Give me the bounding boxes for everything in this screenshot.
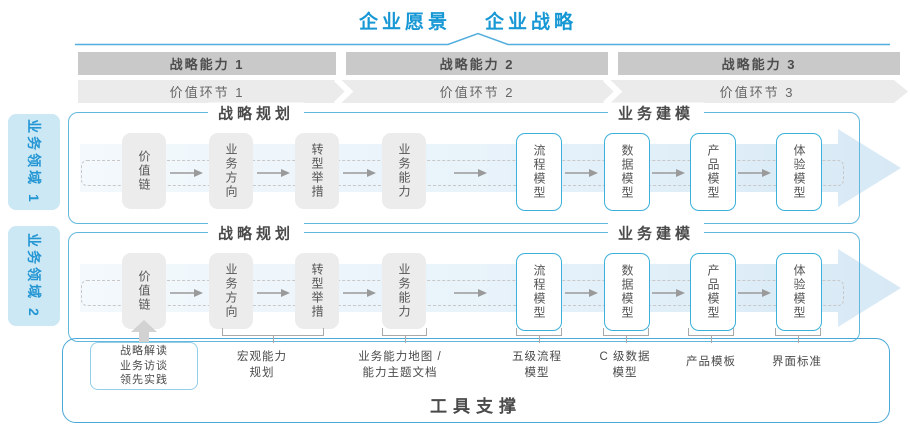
arrow-right-icon — [652, 169, 685, 177]
modeling-section-title: 业务建模 — [607, 222, 705, 244]
tool-support-container: 工具支撑 — [62, 338, 890, 423]
bracket-connector — [516, 328, 562, 343]
node-value-chain: 价值链 — [122, 133, 166, 209]
node-process-model: 流程模型 — [516, 133, 562, 211]
anno-product-template: 产品模板 — [686, 356, 736, 368]
strategy-title: 企业战略 — [485, 12, 578, 33]
node-transformation-initiative: 转型举措 — [295, 253, 339, 329]
arrow-right-icon — [565, 289, 598, 297]
arrow-right-icon — [170, 289, 203, 297]
modeling-section-title: 业务建模 — [607, 102, 705, 124]
capability-bar-3: 战略能力 3 — [618, 52, 900, 75]
row-1-container: 战略规划 业务建模 价值链 业务方向 转型举措 业务能力 流程模型 数据模型 产… — [68, 102, 860, 224]
arrow-right-icon — [652, 289, 685, 297]
anno-ui-standard: 界面标准 — [772, 356, 822, 368]
arrow-right-icon — [343, 289, 376, 297]
bracket-connector — [775, 328, 821, 343]
anno-capability-map: 业务能力地图 / 能力主题文档 — [358, 351, 442, 379]
anno-macro-capability: 宏观能力 规划 — [237, 351, 287, 379]
arrow-right-icon — [454, 289, 487, 297]
domain-tab-1: 业务领域 1 — [8, 114, 60, 210]
value-link-1: 价值环节 1 — [78, 80, 336, 103]
node-business-direction: 业务方向 — [209, 133, 253, 209]
bracket-connector — [603, 328, 649, 343]
node-value-chain: 价值链 — [122, 253, 166, 329]
arrow-right-icon — [738, 289, 771, 297]
chevron-separator-icon — [602, 80, 623, 103]
capability-bar-1-label: 战略能力 1 — [169, 57, 245, 72]
node-experience-model: 体验模型 — [776, 253, 822, 331]
row-2-container: 战略规划 业务建模 价值链 业务方向 转型举措 业务能力 流程模型 数据模型 产… — [68, 222, 860, 342]
planning-section-title: 战略规划 — [207, 102, 305, 124]
header: 企业愿景 企业战略 — [13, 7, 910, 34]
anno-process-model-l5: 五级流程 模型 — [512, 351, 562, 379]
planning-section-title: 战略规划 — [207, 222, 305, 244]
practice-box: 战略解读 业务访谈 领先实践 — [90, 342, 198, 390]
value-link-1-label: 价值环节 1 — [169, 85, 245, 100]
arrow-right-icon — [257, 289, 290, 297]
arrow-right-icon — [343, 169, 376, 177]
capability-bar-3-label: 战略能力 3 — [721, 57, 797, 72]
capability-bar-2: 战略能力 2 — [346, 52, 608, 75]
bracket-connector — [382, 328, 427, 343]
node-product-model: 产品模型 — [690, 133, 736, 211]
value-link-3: 价值环节 3 — [618, 80, 896, 103]
node-business-capability: 业务能力 — [382, 133, 426, 209]
swimlane-row-1: 战略规划 业务建模 价值链 业务方向 转型举措 业务能力 流程模型 数据模型 产… — [0, 102, 910, 224]
arrow-right-icon — [454, 169, 487, 177]
dashed-flow-outline — [81, 280, 844, 306]
value-link-3-label: 价值环节 3 — [719, 85, 795, 100]
value-link-2-label: 价值环节 2 — [439, 85, 515, 100]
value-link-2: 价值环节 2 — [346, 80, 608, 103]
capability-bar-1: 战略能力 1 — [78, 52, 336, 75]
arrow-up-icon — [131, 320, 157, 342]
node-business-direction: 业务方向 — [209, 253, 253, 329]
swimlane-row-2: 战略规划 业务建模 价值链 业务方向 转型举措 业务能力 流程模型 数据模型 产… — [0, 222, 910, 342]
arrow-right-icon — [257, 169, 290, 177]
node-process-model: 流程模型 — [516, 253, 562, 331]
node-data-model: 数据模型 — [604, 253, 650, 331]
capability-bar-2-label: 战略能力 2 — [439, 57, 515, 72]
arrow-right-icon — [170, 169, 203, 177]
node-product-model: 产品模型 — [690, 253, 736, 331]
dashed-flow-outline — [81, 160, 844, 186]
bracket-connector — [688, 328, 734, 343]
bracket-connector — [222, 328, 324, 343]
anno-c-level-data-model: C 级数据 模型 — [599, 351, 651, 379]
header-underline-with-peak — [75, 32, 890, 46]
chevron-separator-icon — [333, 80, 354, 103]
vision-title: 企业愿景 — [358, 12, 451, 33]
node-transformation-initiative: 转型举措 — [295, 133, 339, 209]
tool-support-title: 工具支撑 — [430, 397, 522, 416]
arrow-right-icon — [565, 169, 598, 177]
arrow-right-icon — [738, 169, 771, 177]
value-chain-band: 价值环节 1 价值环节 2 价值环节 3 — [78, 80, 908, 103]
domain-tab-2: 业务领域 2 — [8, 226, 60, 326]
node-business-capability: 业务能力 — [382, 253, 426, 329]
node-experience-model: 体验模型 — [776, 133, 822, 211]
node-data-model: 数据模型 — [604, 133, 650, 211]
